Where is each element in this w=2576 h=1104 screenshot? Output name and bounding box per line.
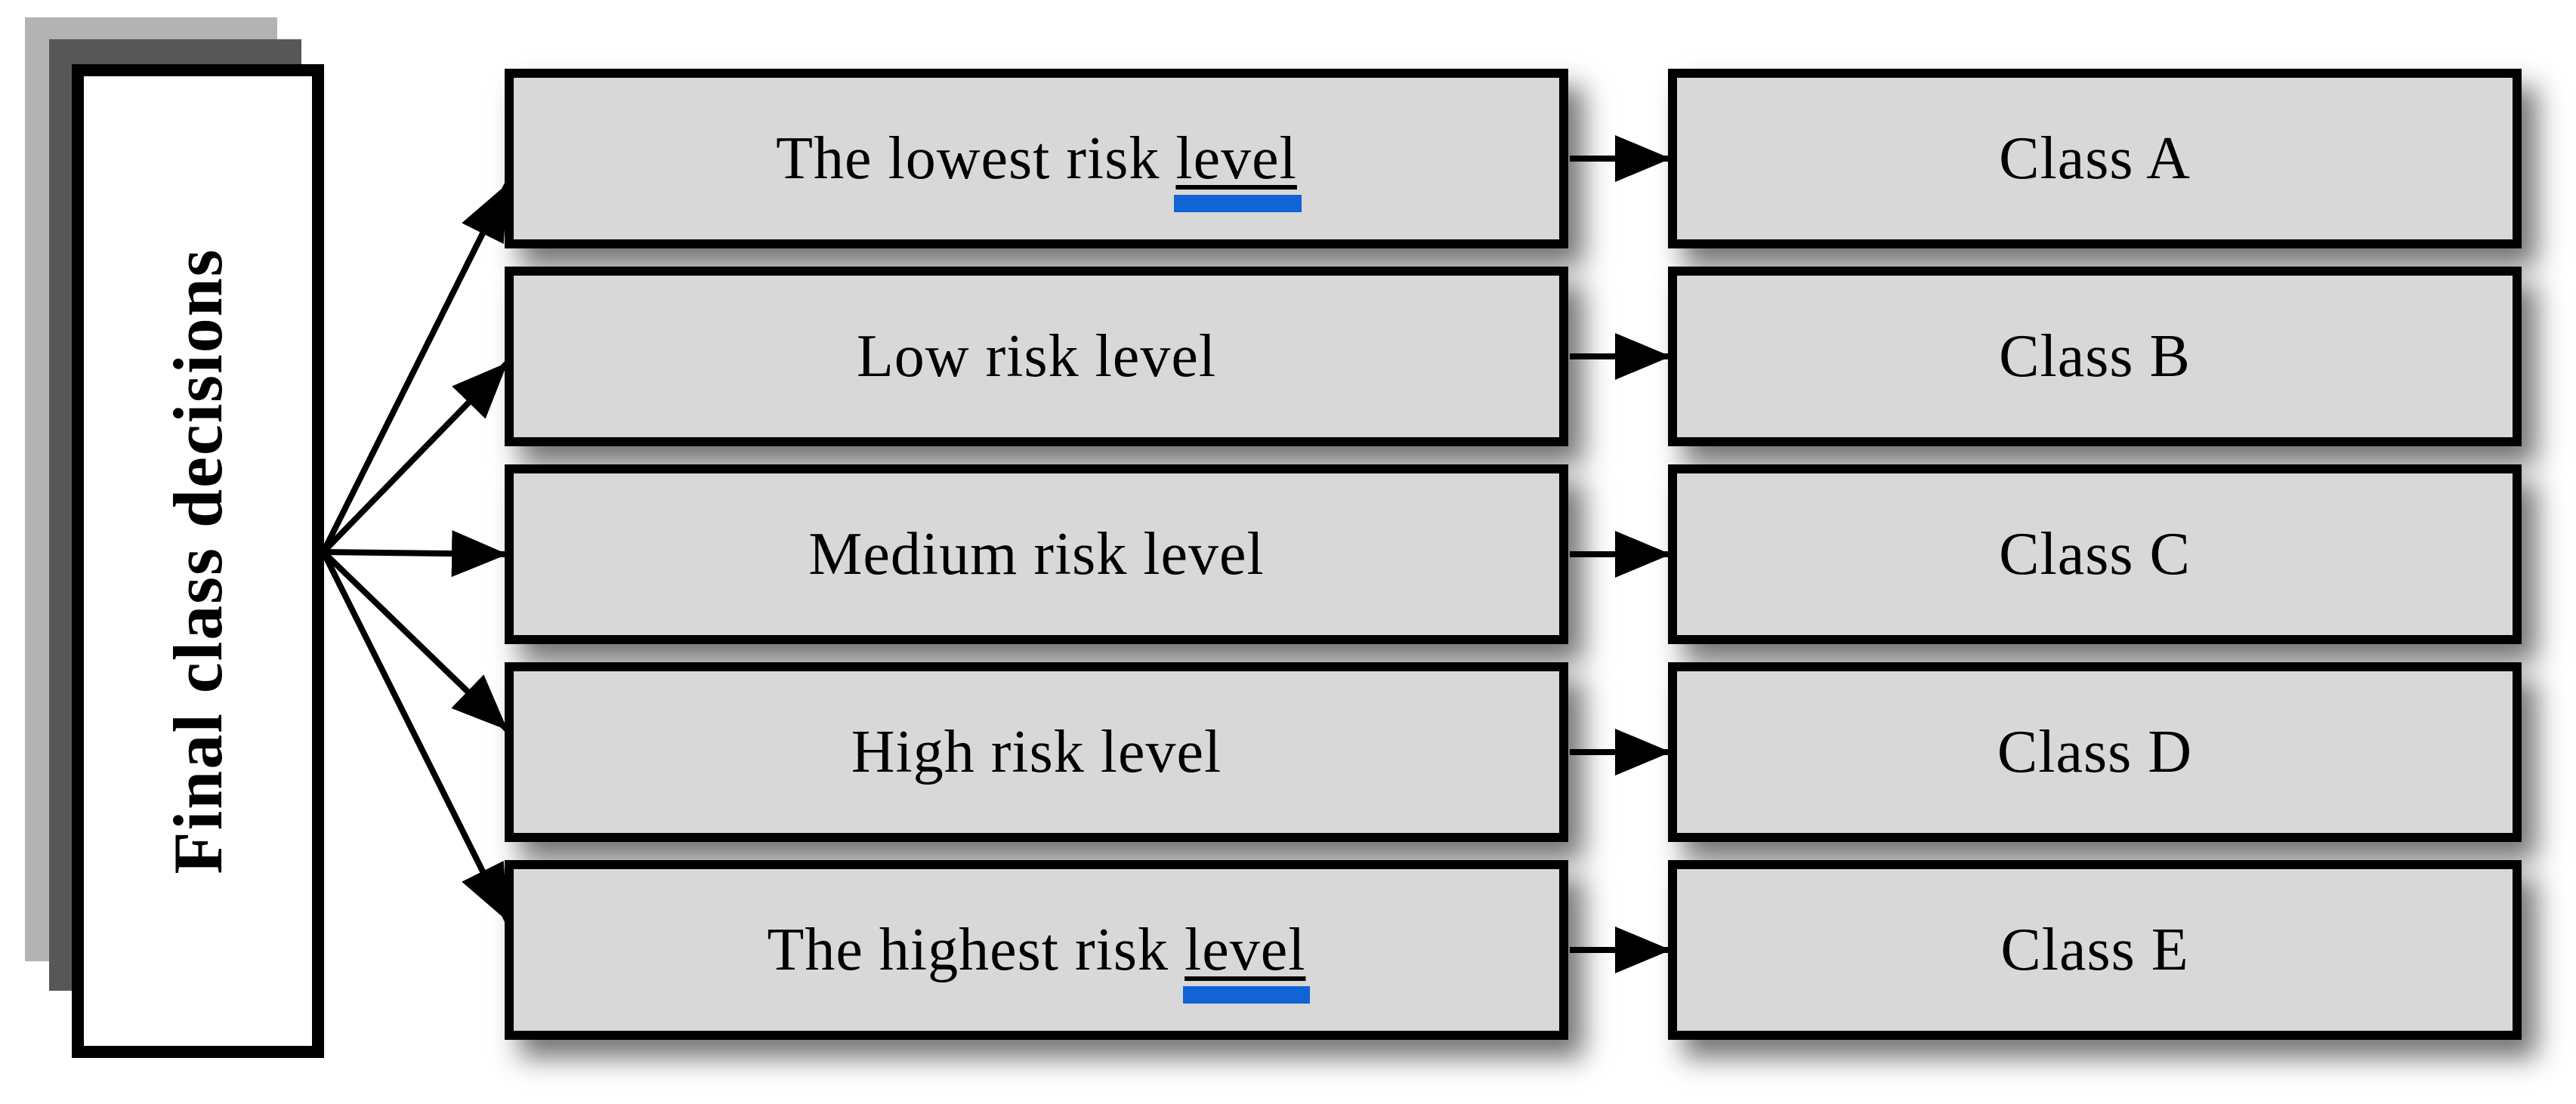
class-label: Class B: [1999, 322, 2191, 390]
class-box-e: Class E: [1668, 860, 2522, 1040]
risk-level-box-medium: Medium risk level: [505, 464, 1568, 644]
risk-level-box-highest: The highest risk level: [505, 860, 1568, 1040]
final-class-decisions-label: Final class decisions: [159, 248, 236, 874]
fan-arrow-4: [321, 550, 510, 732]
class-box-a: Class A: [1668, 69, 2522, 248]
class-label: Class C: [1999, 520, 2191, 587]
class-box-b: Class B: [1668, 267, 2522, 446]
class-box-c: Class C: [1668, 464, 2522, 644]
fan-arrow-3: [323, 530, 508, 578]
class-box-d: Class D: [1668, 662, 2522, 842]
risk-level-box-lowest: The lowest risk level: [505, 69, 1568, 248]
risk-level-label: High risk level: [851, 718, 1222, 785]
fan-arrow-1: [320, 182, 511, 554]
class-label: Class E: [2000, 916, 2189, 983]
risk-level-label: Medium risk level: [808, 520, 1265, 587]
fan-arrow-2: [321, 360, 510, 554]
risk-level-label: Low risk level: [856, 322, 1217, 390]
class-label: Class A: [1999, 125, 2191, 192]
risk-level-label: The lowest risk level: [776, 125, 1297, 192]
risk-level-box-low: Low risk level: [505, 267, 1568, 446]
final-class-decisions-box: Final class decisions: [72, 64, 324, 1058]
underlined-word: level: [1175, 125, 1297, 192]
fan-arrow-5: [320, 550, 511, 923]
risk-level-label: The highest risk level: [767, 916, 1306, 983]
risk-level-box-high: High risk level: [505, 662, 1568, 842]
class-label: Class D: [1997, 718, 2193, 785]
underlined-word: level: [1185, 916, 1306, 983]
